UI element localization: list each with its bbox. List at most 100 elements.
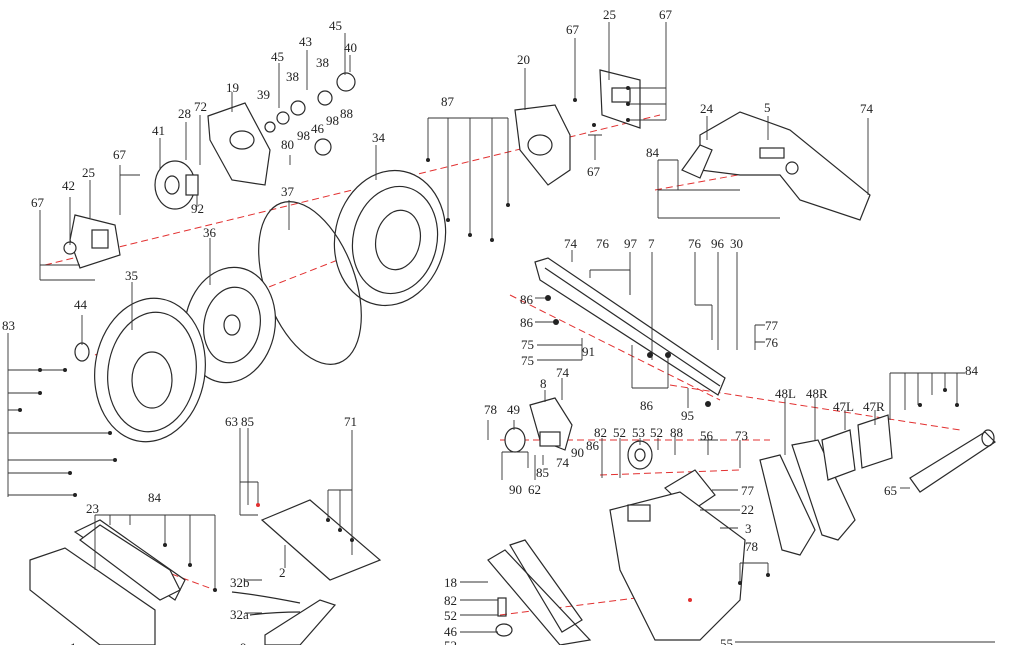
label-20: 20 [517,52,530,67]
label-18: 18 [444,575,457,590]
label-24: 24 [700,101,714,116]
label-25: 25 [82,165,95,180]
bolt-and-washer-46 [495,597,513,637]
label-47R: 47R [863,399,885,414]
label-75: 75 [521,353,534,368]
label-65: 65 [884,483,897,498]
rear-stabilizer-5 [699,111,871,221]
pedal-bracket-47L [821,429,856,481]
label-75: 75 [521,337,534,352]
label-76: 76 [596,236,610,251]
label-35: 35 [125,268,138,283]
label-2: 2 [279,565,286,580]
label-78: 78 [484,402,497,417]
label-7: 7 [648,236,655,251]
label-45: 45 [329,18,342,33]
label-36: 36 [203,225,217,240]
label-85: 85 [536,465,549,480]
label-97: 97 [624,236,638,251]
label-52: 52 [444,608,457,623]
label-84: 84 [148,490,162,505]
pulley-41 [154,160,199,210]
label-43: 43 [299,34,312,49]
label-52: 52 [613,425,626,440]
bracket-25-right [599,69,641,129]
bracket-24 [681,144,713,179]
label-92: 92 [191,201,204,216]
label-1: 1 [70,640,77,645]
pivot-block-62 [539,431,561,447]
label-44: 44 [74,297,88,312]
label-73: 73 [735,428,748,443]
label-5: 5 [764,100,771,115]
label-71: 71 [344,414,357,429]
part-labels: 67 25 67 20 67 45 43 40 45 38 38 39 19 2… [2,7,979,645]
label-83: 83 [2,318,15,333]
wheel-49 [504,427,526,453]
label-87: 87 [441,94,455,109]
spring-links-32 [231,591,301,616]
label-34: 34 [372,130,386,145]
label-77: 77 [765,318,779,333]
label-38: 38 [316,55,329,70]
label-82: 82 [594,425,607,440]
label-48R: 48R [806,386,828,401]
bushing-44 [74,342,90,362]
label-32b: 32b [230,575,250,590]
label-67: 67 [659,7,673,22]
label-38: 38 [286,69,299,84]
label-82: 82 [444,593,457,608]
label-48L: 48L [775,386,796,401]
label-98: 98 [297,128,310,143]
pedal-arm-9 [264,599,337,645]
label-76: 76 [688,236,702,251]
label-53: 53 [632,425,645,440]
label-74: 74 [564,236,578,251]
flywheel-cover-35 [94,297,206,443]
label-76: 76 [765,335,779,350]
label-88: 88 [670,425,683,440]
label-74: 74 [860,101,874,116]
pulley-53 [627,440,653,470]
idler-bracket-25 [63,214,121,269]
label-42: 42 [62,178,75,193]
fastener-dots [18,86,959,602]
swing-arm-18 [487,539,592,645]
label-28: 28 [178,106,191,121]
label-52: 52 [650,425,663,440]
label-46: 46 [444,624,458,639]
frame-plate-3 [609,491,746,641]
label-95: 95 [681,408,694,423]
label-40: 40 [344,40,357,55]
crossbar-cover-23 [79,524,181,601]
label-49: 49 [507,402,520,417]
flywheel-34 [333,169,447,307]
label-30: 30 [730,236,743,251]
label-52: 52 [444,638,457,645]
label-90: 90 [509,482,522,497]
label-9: 9 [240,640,247,645]
pedal-bracket-47R [857,414,893,469]
base-plate-2 [260,499,382,581]
label-25: 25 [603,7,616,22]
label-32a: 32a [230,607,249,622]
label-67: 67 [31,195,45,210]
label-86: 86 [586,438,600,453]
label-84: 84 [646,145,660,160]
foot-pedal-right-48R [791,439,856,541]
label-46: 46 [311,121,325,136]
bracket-20 [514,104,571,186]
label-45: 45 [271,49,284,64]
foot-pedal-left-48L [759,454,816,556]
label-23: 23 [86,501,99,516]
label-62: 62 [528,482,541,497]
label-96: 96 [711,236,725,251]
label-80: 80 [281,137,294,152]
label-22: 22 [741,502,754,517]
label-90: 90 [571,445,584,460]
label-85: 85 [241,414,254,429]
bearing-stack-38-45 [264,72,356,156]
label-3: 3 [745,521,752,536]
label-74: 74 [556,365,570,380]
